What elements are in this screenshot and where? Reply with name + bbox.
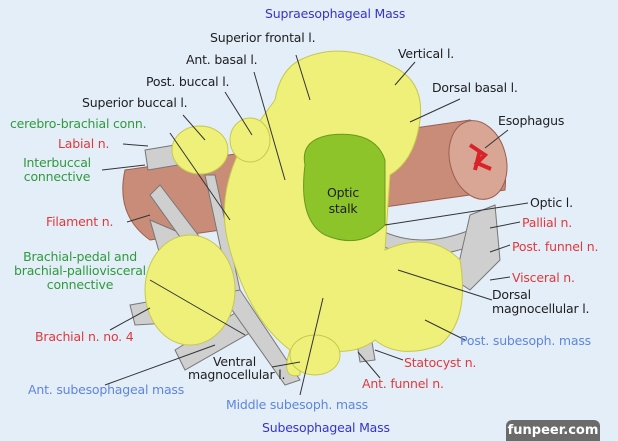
label-ant-basal: Ant. basal l. <box>186 52 258 67</box>
label-optic-l: Optic l. <box>530 195 573 210</box>
label-line: Optic <box>326 185 360 200</box>
label-labial-n: Labial n. <box>58 136 110 151</box>
label-ant-subesophageal-mass: Ant. subesophageal mass <box>28 382 185 397</box>
label-cerebro-brachial: cerebro-brachial conn. <box>10 116 147 131</box>
label-line: brachial-palliovisceral <box>14 263 146 278</box>
label-line: connective <box>46 277 114 292</box>
subesophageal-mass-title: Subesophageal Mass <box>262 420 390 435</box>
label-line: Dorsal <box>492 287 531 302</box>
label-line: stalk <box>328 201 358 216</box>
label-line: Brachial-pedal and <box>23 249 137 264</box>
label-post-subesoph-mass: Post. subesoph. mass <box>460 333 591 348</box>
label-superior-frontal: Superior frontal l. <box>210 30 316 45</box>
label-visceral-n: Visceral n. <box>512 270 575 285</box>
label-optic-stalk: Optic stalk <box>318 185 368 217</box>
label-filament-n: Filament n. <box>46 214 114 229</box>
label-ventral-magnocellular: Ventral magnocellular l. <box>188 355 285 381</box>
label-middle-subesoph-mass: Middle subesoph. mass <box>226 397 368 412</box>
label-ant-funnel-n: Ant. funnel n. <box>362 376 444 391</box>
label-brachial-n-4: Brachial n. no. 4 <box>35 329 134 344</box>
label-brachial-pedal-connective: Brachial-pedal and brachial-pallioviscer… <box>4 250 156 292</box>
label-statocyst-n: Statocyst n. <box>404 355 477 370</box>
leader-lines <box>101 54 529 396</box>
label-line: Ventral <box>213 354 256 369</box>
label-line: magnocellular l. <box>188 367 286 382</box>
supraesophageal-mass-title: Supraesophageal Mass <box>265 6 406 21</box>
label-vertical: Vertical l. <box>398 46 455 61</box>
label-line: connective <box>23 169 91 184</box>
label-dorsal-basal: Dorsal basal l. <box>432 80 518 95</box>
label-esophagus: Esophagus <box>498 113 565 128</box>
label-pallial-n: Pallial n. <box>522 215 573 230</box>
optic-stalk <box>303 133 386 242</box>
label-superior-buccal: Superior buccal l. <box>82 95 188 110</box>
label-post-funnel-n: Post. funnel n. <box>512 239 599 254</box>
watermark-badge: funpeer.com <box>506 420 600 441</box>
label-dorsal-magnocellular: Dorsal magnocellular l. <box>492 288 589 316</box>
label-interbuccal-connective: Interbuccal connective <box>14 156 100 184</box>
label-post-buccal: Post. buccal l. <box>146 74 230 89</box>
label-line: Interbuccal <box>23 155 91 170</box>
label-line: magnocellular l. <box>492 301 590 316</box>
